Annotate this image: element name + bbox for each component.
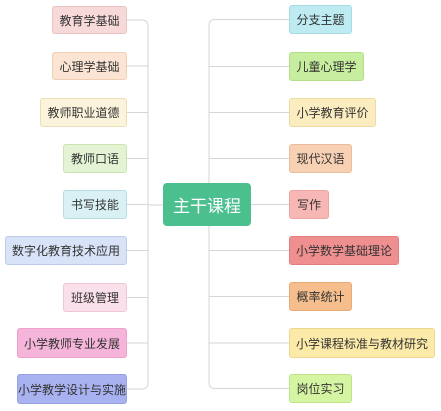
left-node-7[interactable]: 班级管理 <box>63 283 127 312</box>
right-node-1[interactable]: 分支主题 <box>289 5 352 34</box>
left-node-1[interactable]: 教育学基础 <box>52 6 127 34</box>
left-node-8[interactable]: 小学教师专业发展 <box>17 328 127 358</box>
center-node[interactable]: 主干课程 <box>163 183 251 226</box>
right-node-6[interactable]: 小学数学基础理论 <box>289 236 399 265</box>
right-branch-line-1 <box>208 19 289 26</box>
left-branch-line-1 <box>127 19 149 27</box>
right-node-7[interactable]: 概率统计 <box>289 282 352 311</box>
left-node-3[interactable]: 教师职业道德 <box>40 98 127 127</box>
left-node-2[interactable]: 心理学基础 <box>52 52 127 80</box>
right-node-3[interactable]: 小学教育评价 <box>289 98 376 127</box>
left-node-6[interactable]: 数字化教育技术应用 <box>5 236 127 265</box>
right-node-9[interactable]: 岗位实习 <box>289 374 352 403</box>
left-node-5[interactable]: 书写技能 <box>63 190 127 219</box>
left-branch-line-9 <box>127 382 149 390</box>
right-node-2[interactable]: 儿童心理学 <box>289 52 364 81</box>
right-node-4[interactable]: 现代汉语 <box>289 144 352 173</box>
right-branch-line-9 <box>208 382 289 389</box>
right-node-5[interactable]: 写作 <box>289 190 329 219</box>
left-node-9[interactable]: 小学教学设计与实施 <box>17 374 127 404</box>
right-node-8[interactable]: 小学课程标准与教材研究 <box>289 328 435 358</box>
left-node-4[interactable]: 教师口语 <box>63 144 127 173</box>
